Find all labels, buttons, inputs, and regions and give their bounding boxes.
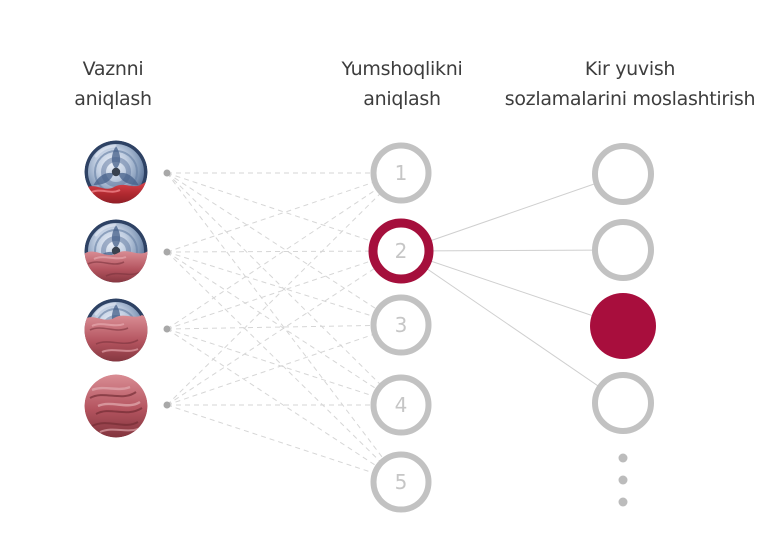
input-connector-dot-2 <box>163 248 171 256</box>
column-header-settings-line2: sozlamalarini moslashtirish <box>504 88 756 110</box>
softness-node-2-selected: 2 <box>368 218 434 284</box>
drum-load-2-icon <box>84 220 148 283</box>
drum-load-3-icon <box>84 299 148 362</box>
column-header-softness-line1: Yumshoqlikni <box>341 58 463 80</box>
solid-connector-line <box>400 250 624 404</box>
column-header-settings-line1: Kir yuvish <box>584 58 676 80</box>
softness-nodes: 1 2 3 4 5 <box>368 142 434 513</box>
weight-to-softness-connections <box>166 172 402 483</box>
softness-node-4: 4 <box>370 374 432 436</box>
solid-connector-line <box>400 250 624 327</box>
column-header-softness: Yumshoqlikni aniqlash <box>302 54 502 114</box>
softness-node-3: 3 <box>370 294 432 356</box>
dashed-connector-line <box>166 324 402 406</box>
more-settings-ellipsis <box>618 453 628 507</box>
column-header-settings: Kir yuvish sozlamalarini moslashtirish <box>478 54 768 114</box>
setting-nodes <box>590 143 656 434</box>
softness-node-5-label: 5 <box>395 470 408 494</box>
dashed-connector-line <box>166 251 402 483</box>
softness-node-1-label: 1 <box>395 161 408 185</box>
setting-node-3-selected <box>590 293 656 359</box>
dashed-connector-line <box>166 172 402 406</box>
softness-node-2-label: 2 <box>395 239 408 263</box>
input-connector-dot-4 <box>163 401 171 409</box>
dashed-connector-line <box>166 172 402 330</box>
softness-node-4-label: 4 <box>395 393 408 417</box>
dashed-connector-line <box>166 404 402 483</box>
ellipsis-dot-3 <box>618 497 628 507</box>
input-connector-dots <box>163 169 171 409</box>
column-header-weight-line1: Vaznni <box>82 58 144 80</box>
drum-load-4-icon <box>84 374 148 438</box>
softness-node-3-label: 3 <box>395 313 408 337</box>
setting-node-4 <box>592 372 654 434</box>
solid-connector-line <box>400 173 624 252</box>
dashed-connector-line <box>166 250 402 406</box>
setting-node-1 <box>592 143 654 205</box>
softness-to-settings-connections <box>400 173 624 404</box>
setting-node-2 <box>592 219 654 281</box>
dashed-connector-line <box>166 250 402 253</box>
solid-connector-line <box>400 249 624 252</box>
dashed-connector-line <box>166 324 402 330</box>
column-header-weight: Vaznni aniqlash <box>23 54 203 114</box>
column-header-softness-line2: aniqlash <box>363 88 441 110</box>
softness-node-1: 1 <box>370 142 432 204</box>
softness-node-5: 5 <box>370 451 432 513</box>
input-connector-dot-1 <box>163 169 171 177</box>
column-header-weight-line2: aniqlash <box>74 88 152 110</box>
dashed-connector-line <box>166 172 402 326</box>
dashed-connector-line <box>166 251 402 326</box>
ellipsis-dot-2 <box>618 475 628 485</box>
ellipsis-dot-1 <box>618 453 628 463</box>
drum-load-1-icon <box>84 141 148 204</box>
input-connector-dot-3 <box>163 325 171 333</box>
